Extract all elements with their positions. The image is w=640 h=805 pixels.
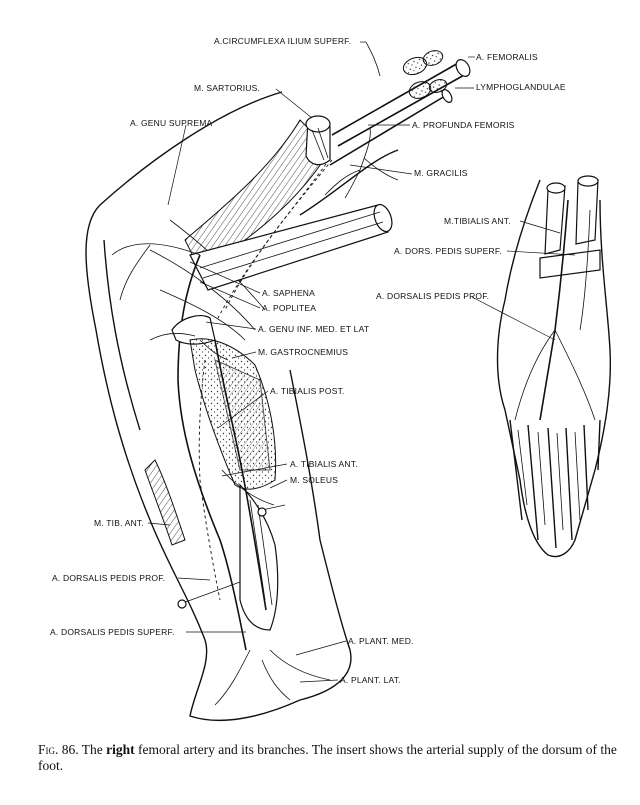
- label-circumflexa-ilium: A.CIRCUMFLEXA ILIUM SUPERF.: [214, 36, 352, 46]
- label-gracilis: M. GRACILIS: [414, 168, 468, 178]
- label-genu-inf: A. GENU INF. MED. ET LAT: [258, 324, 370, 334]
- label-dorsalis-pedis-prof: A. DORSALIS PEDIS PROF.: [52, 573, 166, 583]
- sartorius-muscle: [305, 115, 331, 166]
- tibialis-anterior-muscle: [144, 459, 186, 546]
- anatomical-illustration: A.CIRCUMFLEXA ILIUM SUPERF. A. FEMORALIS…: [50, 36, 612, 722]
- label-tibialis-ant-insert: M.TIBIALIS ANT.: [444, 216, 511, 226]
- gracilis-muscle: [189, 203, 393, 291]
- caption-emphasis: right: [106, 742, 135, 757]
- label-saphena: A. SAPHENA: [262, 288, 316, 298]
- leader-lines: [147, 41, 576, 683]
- label-plant-lat: A. PLANT. LAT.: [340, 675, 401, 685]
- label-dorsalis-pedis-superf: A. DORSALIS PEDIS SUPERF.: [50, 627, 175, 637]
- label-lymphoglandulae: LYMPHOGLANDULAE: [476, 82, 566, 92]
- leg-drawing: [85, 41, 612, 722]
- leg-outline: [85, 91, 399, 722]
- soleus-muscle: [239, 483, 279, 631]
- label-tib-ant-muscle: M. TIB. ANT.: [94, 518, 144, 528]
- label-sartorius: M. SARTORIUS.: [194, 83, 261, 93]
- label-dorsalis-pedis-prof-insert: A. DORSALIS PEDIS PROF.: [376, 291, 490, 301]
- label-profunda-femoris: A. PROFUNDA FEMORIS: [412, 120, 515, 130]
- label-genu-suprema: A. GENU SUPREMA: [130, 118, 213, 128]
- retractor-hooks: [177, 504, 286, 609]
- label-soleus: M. SOLEUS: [290, 475, 339, 485]
- label-poplitea: A. POPLITEA: [262, 303, 317, 313]
- label-gastrocnemius: M. GASTROCNEMIUS: [258, 347, 349, 357]
- figure-caption: Fig. 86. The right femoral artery and it…: [38, 742, 628, 774]
- label-femoralis: A. FEMORALIS: [476, 52, 538, 62]
- label-dors-pedis-superf-insert: A. DORS. PEDIS SUPERF.: [394, 246, 502, 256]
- label-tibialis-post: A. TIBIALIS POST.: [270, 386, 345, 396]
- saphena-artery: [111, 243, 247, 651]
- lower-leg-arteries: [198, 339, 331, 706]
- label-tibialis-ant-artery: A. TIBIALIS ANT.: [290, 459, 358, 469]
- foot-insert: [496, 175, 612, 558]
- label-plant-med: A. PLANT. MED.: [348, 636, 414, 646]
- figure-number: Fig. 86.: [38, 742, 79, 757]
- femoral-vessels: [217, 41, 471, 319]
- caption-text-end: femoral artery and its branches. The ins…: [38, 742, 617, 773]
- gastrocnemius-muscle: [189, 338, 277, 490]
- caption-text-start: The: [78, 742, 107, 757]
